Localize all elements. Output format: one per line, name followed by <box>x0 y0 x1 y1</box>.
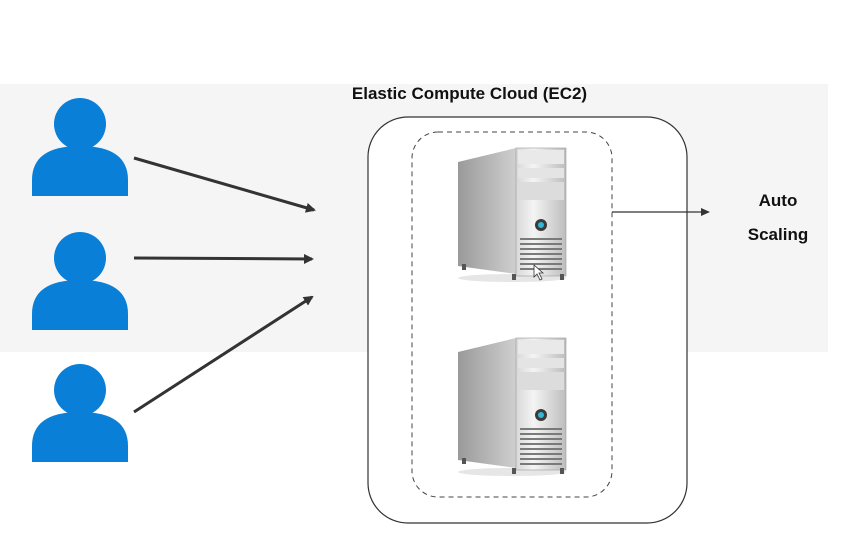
server-icon <box>458 147 567 282</box>
user-icon <box>32 364 128 462</box>
request-arrow <box>133 156 316 213</box>
user-icon <box>32 98 128 196</box>
request-arrow <box>133 253 314 264</box>
auto-scaling-group <box>411 131 613 498</box>
cursor-icon <box>533 264 545 281</box>
user-icon <box>32 232 128 330</box>
server-icon <box>458 337 567 476</box>
auto-scaling-label-line1: Auto <box>758 191 798 210</box>
diagram-title: Elastic Compute Cloud (EC2) <box>351 84 588 103</box>
auto-scaling-label-line2: Scaling <box>747 225 809 244</box>
ec2-container <box>367 116 688 524</box>
request-arrow <box>133 295 314 414</box>
auto-scaling-label: Auto Scaling <box>730 184 826 252</box>
